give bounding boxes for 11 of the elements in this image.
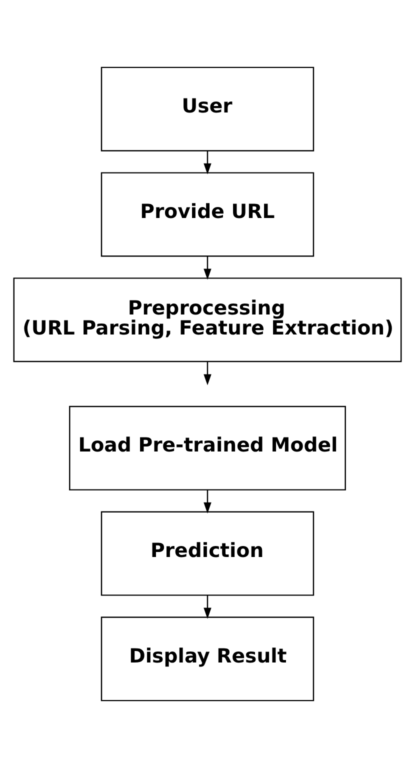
- node-box: User: [100, 66, 314, 151]
- node-box: Preprocessing (URL Parsing, Feature Extraction): [12, 277, 402, 362]
- arrow: [203, 256, 211, 280]
- node-box: Prediction: [100, 510, 314, 596]
- arrow: [203, 361, 211, 385]
- arrow: [203, 150, 211, 174]
- node-box: Display Result: [100, 616, 314, 701]
- arrow: [203, 490, 211, 513]
- node-box: Load Pre-trained Model: [68, 405, 346, 490]
- node-box: Provide URL: [100, 172, 314, 256]
- arrow: [203, 594, 211, 618]
